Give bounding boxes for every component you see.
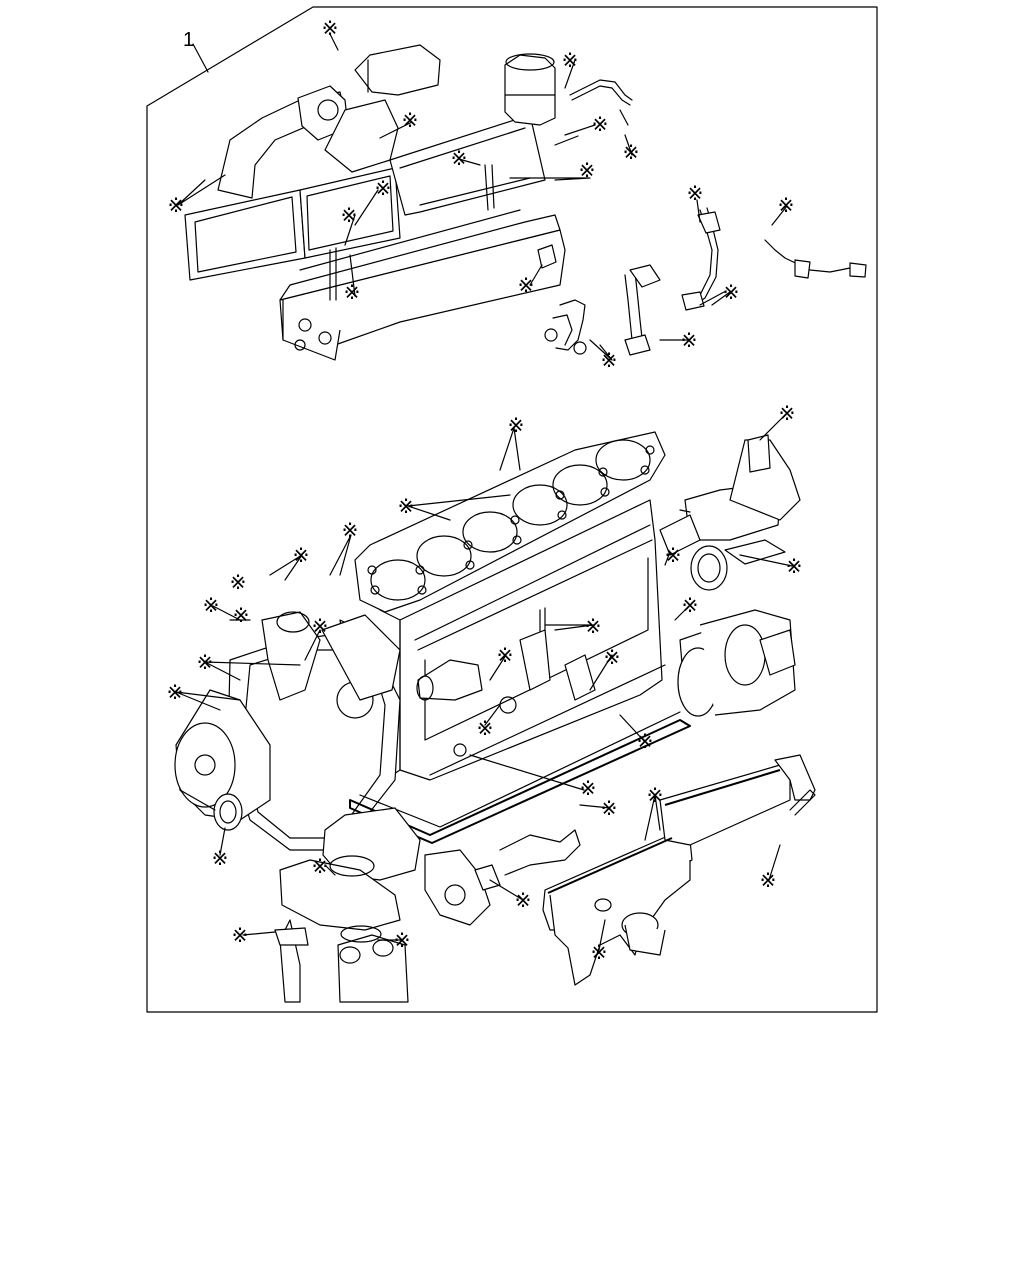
asterisk-reference-icon: ※ — [375, 178, 392, 200]
oil-pump-and-strainer — [274, 807, 581, 1003]
asterisk-reference-icon: ※ — [212, 848, 229, 870]
asterisk-reference-icon: ※ — [233, 605, 250, 627]
reference-markers: ※※※※※※※※※※※※※※※※※※※※※※※※※※※※※※※※※※※※※※※※… — [167, 18, 803, 964]
asterisk-reference-icon: ※ — [515, 890, 532, 912]
asterisk-reference-icon: ※ — [601, 350, 618, 372]
asterisk-reference-icon: ※ — [232, 925, 249, 947]
cylinder-block — [379, 499, 666, 781]
asterisk-reference-icon: ※ — [604, 647, 621, 669]
asterisk-reference-icon: ※ — [591, 942, 608, 964]
crankshaft-pulley-and-flywheel — [174, 609, 796, 831]
timing-gear-case — [227, 611, 401, 851]
asterisk-reference-icon: ※ — [230, 572, 247, 594]
item-number-leader — [192, 43, 209, 73]
asterisk-reference-icon: ※ — [322, 18, 339, 40]
oil-pan-gasket — [349, 711, 691, 844]
asterisk-reference-icon: ※ — [508, 415, 525, 437]
asterisk-reference-icon: ※ — [402, 110, 419, 132]
asterisk-reference-icon: ※ — [585, 616, 602, 638]
asterisk-reference-icon: ※ — [562, 50, 579, 72]
asterisk-reference-icon: ※ — [601, 798, 618, 820]
diagram-frame — [146, 6, 878, 1013]
side-cover-and-breather — [542, 754, 816, 986]
asterisk-reference-icon: ※ — [203, 595, 220, 617]
exhaust-side-parts — [659, 434, 801, 591]
asterisk-reference-icon: ※ — [760, 870, 777, 892]
intake-manifold-assembly — [184, 44, 441, 281]
asterisk-reference-icon: ※ — [687, 183, 704, 205]
asterisk-reference-icon: ※ — [312, 616, 329, 638]
top-pipes-and-sensors — [544, 79, 867, 356]
asterisk-reference-icon: ※ — [665, 545, 682, 567]
asterisk-reference-icon: ※ — [786, 556, 803, 578]
asterisk-reference-icon: ※ — [518, 275, 535, 297]
item-number-label: 1 — [183, 29, 194, 51]
asterisk-reference-icon: ※ — [344, 282, 361, 304]
asterisk-reference-icon: ※ — [682, 595, 699, 617]
asterisk-reference-icon: ※ — [197, 652, 214, 674]
asterisk-reference-icon: ※ — [579, 160, 596, 182]
asterisk-reference-icon: ※ — [342, 520, 359, 542]
asterisk-reference-icon: ※ — [723, 282, 740, 304]
asterisk-reference-icon: ※ — [394, 930, 411, 952]
asterisk-reference-icon: ※ — [167, 682, 184, 704]
asterisk-reference-icon: ※ — [778, 195, 795, 217]
asterisk-reference-icon: ※ — [168, 195, 185, 217]
cylinder-head-upper — [279, 53, 566, 361]
asterisk-reference-icon: ※ — [312, 856, 329, 878]
asterisk-reference-icon: ※ — [398, 496, 415, 518]
cylinder-head-gasket — [354, 431, 666, 613]
asterisk-reference-icon: ※ — [681, 330, 698, 352]
asterisk-reference-icon: ※ — [592, 114, 609, 136]
asterisk-reference-icon: ※ — [580, 778, 597, 800]
asterisk-reference-icon: ※ — [779, 403, 796, 425]
asterisk-reference-icon: ※ — [477, 718, 494, 740]
